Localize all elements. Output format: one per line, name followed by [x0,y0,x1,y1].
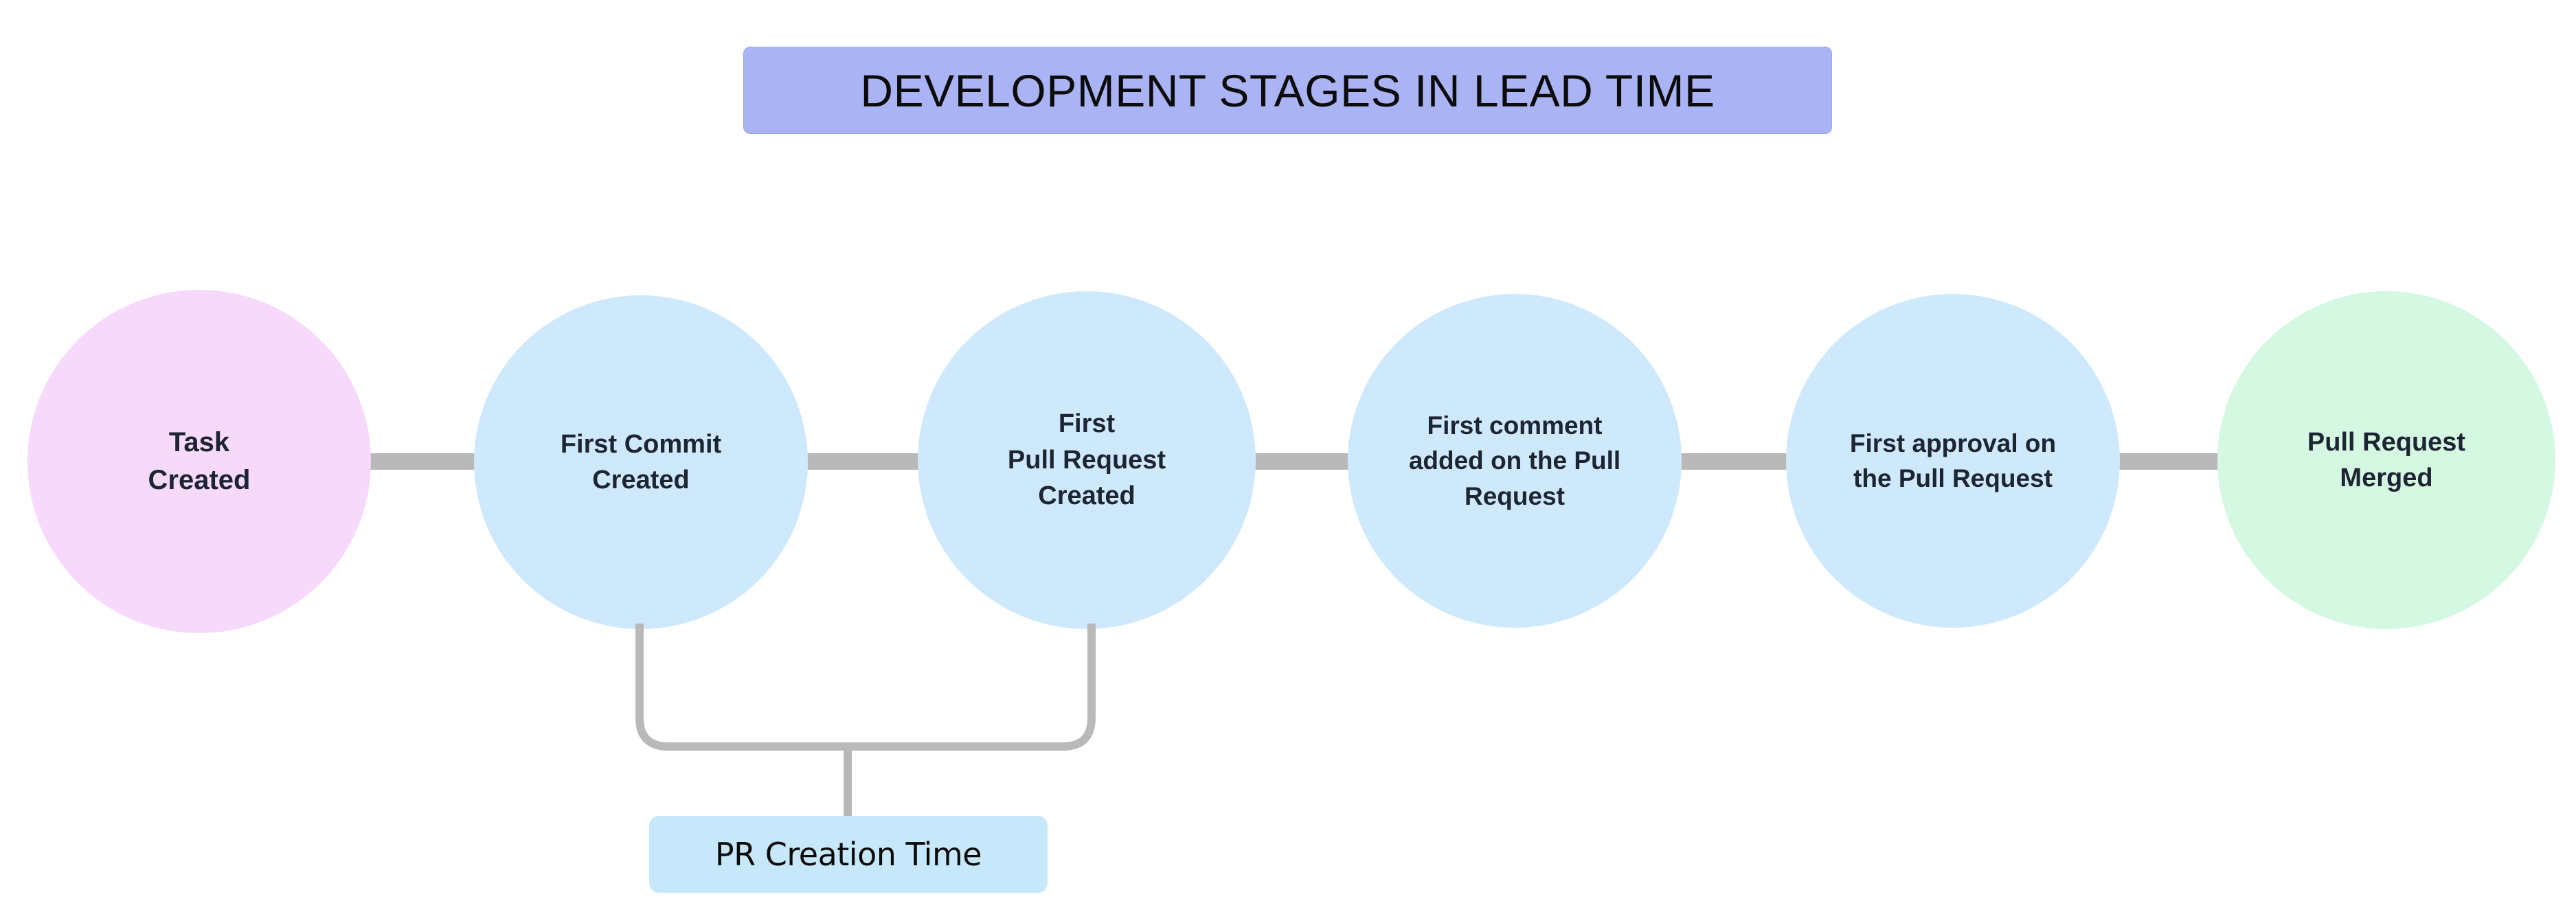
stage-node-label: First approval on the Pull Request [1849,429,2057,492]
pr-creation-time-label[interactable]: PR Creation Time [649,816,1048,893]
connector-commit-to-pr [797,453,927,470]
stage-node-first-comment-added[interactable]: First comment added on the Pull Request [1348,294,1682,628]
stage-node-label: Pull Request Merged [2307,427,2466,492]
stage-node-label: First Pull Request Created [1007,409,1166,511]
page-title: DEVELOPMENT STAGES IN LEAD TIME [860,65,1715,116]
stage-node-task-created[interactable]: Task Created [27,290,371,633]
pr-creation-time-text: PR Creation Time [714,836,982,873]
bracket-path [635,624,1096,751]
connector-task-to-commit [360,453,481,470]
stage-node-pull-request-merged[interactable]: Pull Request Merged [2217,291,2555,629]
stage-node-label: First comment added on the Pull Request [1408,411,1621,510]
stage-node-first-pull-request-created[interactable]: First Pull Request Created [918,291,1256,629]
diagram-title-banner: DEVELOPMENT STAGES IN LEAD TIME [743,47,1832,134]
stage-node-first-approval[interactable]: First approval on the Pull Request [1786,294,2120,628]
connector-approval-to-merged [2109,453,2227,470]
stage-node-label: Task Created [148,426,251,495]
stage-node-label: First Commit Created [560,429,722,494]
stage-node-first-commit-created[interactable]: First Commit Created [474,295,808,629]
connector-pr-to-comment [1245,453,1358,470]
pr-creation-time-bracket [635,624,1096,819]
connector-comment-to-approval [1671,453,1796,470]
